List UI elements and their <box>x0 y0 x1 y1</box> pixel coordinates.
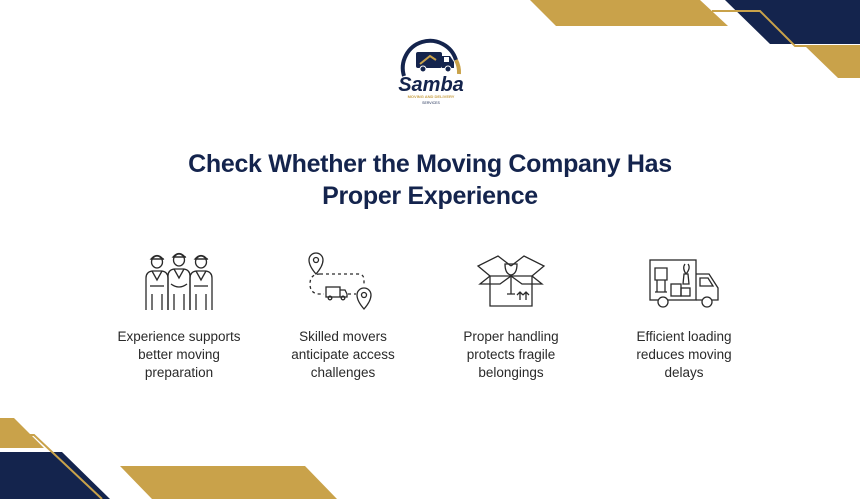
logo-truck-icon <box>416 52 454 73</box>
page-title: Check Whether the Moving Company Has Pro… <box>0 148 860 212</box>
fragile-box-icon <box>476 255 546 307</box>
samba-logo: Samba MOVING AND DELIVERY SERVICES <box>398 38 464 105</box>
feature-card-skilled-movers: Skilled movers anticipate access challen… <box>258 250 428 382</box>
logo-tagline: MOVING AND DELIVERY <box>408 94 455 99</box>
feature-caption-efficient-loading: Efficient loading reduces moving delays <box>636 329 732 380</box>
feature-caption-experience: Experience supports better moving prepar… <box>117 329 241 380</box>
top-right-decoration <box>530 0 860 78</box>
feature-card-efficient-loading: Efficient loading reduces moving delays <box>599 250 769 382</box>
title-line-1: Check Whether the Moving Company Has <box>188 150 672 178</box>
feature-caption-proper-handling: Proper handling protects fragile belongi… <box>463 329 559 380</box>
logo-sub: SERVICES <box>422 101 440 105</box>
feature-card-proper-handling: Proper handling protects fragile belongi… <box>426 250 596 382</box>
delivery-truck-icon <box>649 259 719 308</box>
movers-team-icon <box>145 252 213 310</box>
feature-card-experience: Experience supports better moving prepar… <box>94 250 264 382</box>
feature-caption-skilled-movers: Skilled movers anticipate access challen… <box>291 329 395 380</box>
bottom-left-decoration <box>0 418 337 499</box>
route-map-icon <box>308 252 372 310</box>
title-line-2: Proper Experience <box>322 182 538 210</box>
logo-brand: Samba <box>398 74 464 96</box>
